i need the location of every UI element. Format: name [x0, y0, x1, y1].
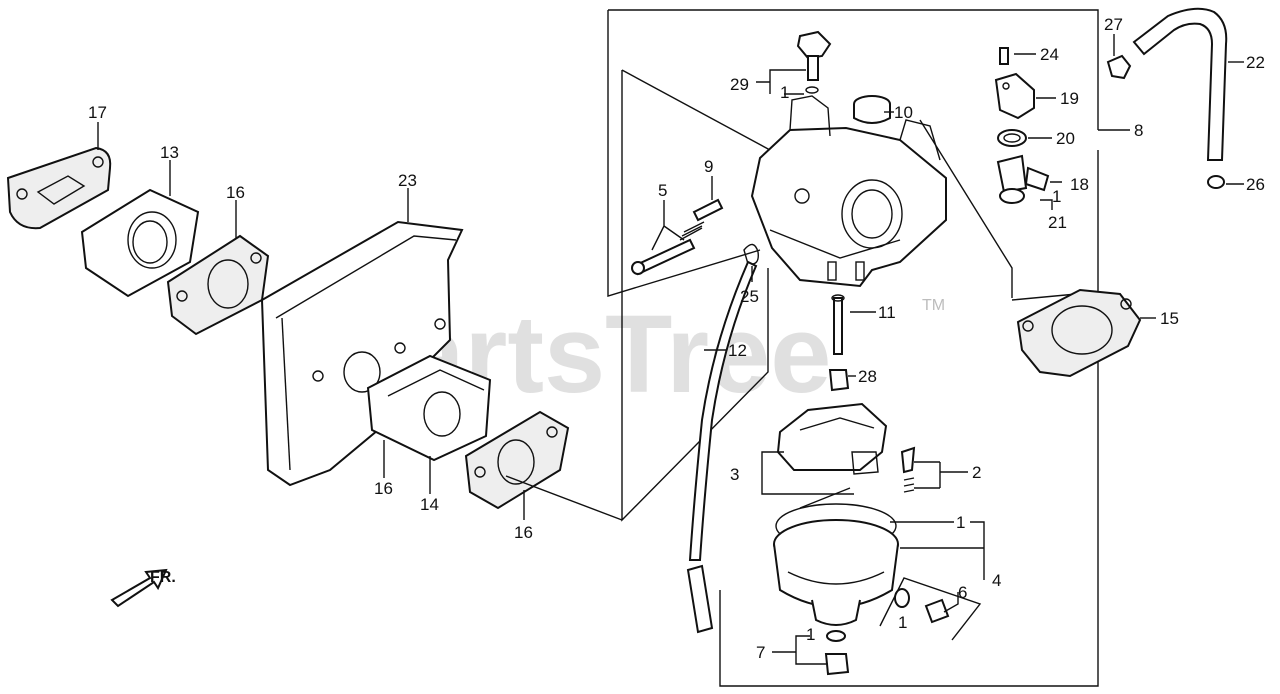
insulator-13	[80, 188, 200, 298]
callout-14: 14	[420, 495, 439, 514]
bolt-7	[824, 630, 850, 676]
pilot-screw-9	[679, 198, 724, 241]
clamp-26	[1207, 175, 1225, 189]
callout-4: 4	[992, 571, 1001, 590]
callout-17: 17	[88, 103, 107, 122]
callout-1-right: 1	[1052, 187, 1061, 206]
cover-19	[994, 72, 1035, 120]
watermark-trademark: TM	[922, 297, 945, 314]
callout-11: 11	[878, 303, 896, 322]
front-label: FR.	[150, 569, 176, 586]
oring-21	[999, 188, 1025, 204]
callout-16-upper: 16	[226, 183, 245, 202]
callout-12: 12	[728, 341, 747, 360]
callout-21: 21	[1048, 213, 1067, 232]
seat-28	[828, 369, 850, 392]
callout-23: 23	[398, 171, 417, 190]
callout-13: 13	[160, 143, 179, 162]
drain-screw-6	[894, 588, 950, 624]
gasket-16-lower	[464, 410, 570, 510]
heat-shield-23	[260, 220, 464, 487]
insulator-14	[366, 354, 492, 462]
callout-24: 24	[1040, 45, 1059, 64]
callout-8: 8	[1134, 121, 1143, 140]
callout-1-drain: 1	[898, 613, 907, 632]
callout-25: 25	[740, 287, 759, 306]
callout-3: 3	[730, 465, 739, 484]
callout-19: 19	[1060, 89, 1079, 108]
callout-9: 9	[704, 157, 713, 176]
nut-27	[1106, 54, 1132, 80]
callout-18: 18	[1070, 175, 1089, 194]
screw-24	[999, 47, 1009, 65]
oring-20	[997, 129, 1027, 147]
valve-18	[996, 154, 1050, 194]
callout-1-bottom: 1	[806, 625, 815, 644]
float-chamber-4	[773, 487, 899, 626]
callout-7: 7	[756, 643, 765, 662]
callout-16-middle: 16	[374, 479, 393, 498]
callout-20: 20	[1056, 129, 1075, 148]
needle-valve-2	[900, 446, 916, 493]
tube-12	[686, 260, 758, 634]
callout-1-oring: 1	[956, 513, 965, 532]
callout-26: 26	[1246, 175, 1265, 194]
callout-15: 15	[1160, 309, 1179, 328]
float-pin-11	[831, 294, 845, 355]
callout-6: 6	[958, 583, 967, 602]
callout-27: 27	[1104, 15, 1123, 34]
callout-16-lower: 16	[514, 523, 533, 542]
callout-29: 29	[730, 75, 749, 94]
gasket-15	[1016, 288, 1142, 378]
float-3	[776, 402, 888, 475]
front-direction-arrow	[110, 568, 168, 608]
gasket-17	[6, 146, 112, 230]
callout-5: 5	[658, 181, 667, 200]
callout-1-top: 1	[780, 83, 789, 102]
screw-5	[631, 238, 696, 276]
callout-labels: 17 13 16 23 16 14 16 29 1 9 5 10 11 12 2…	[88, 15, 1265, 662]
callout-2: 2	[972, 463, 981, 482]
carburetor-body	[750, 95, 947, 288]
callout-22: 22	[1246, 53, 1265, 72]
cap-10	[853, 95, 891, 124]
leader-lines	[97, 34, 1244, 665]
callout-10: 10	[894, 103, 913, 122]
fuel-hose-22	[1132, 7, 1228, 161]
screw-29	[796, 30, 832, 94]
callout-28: 28	[858, 367, 877, 386]
